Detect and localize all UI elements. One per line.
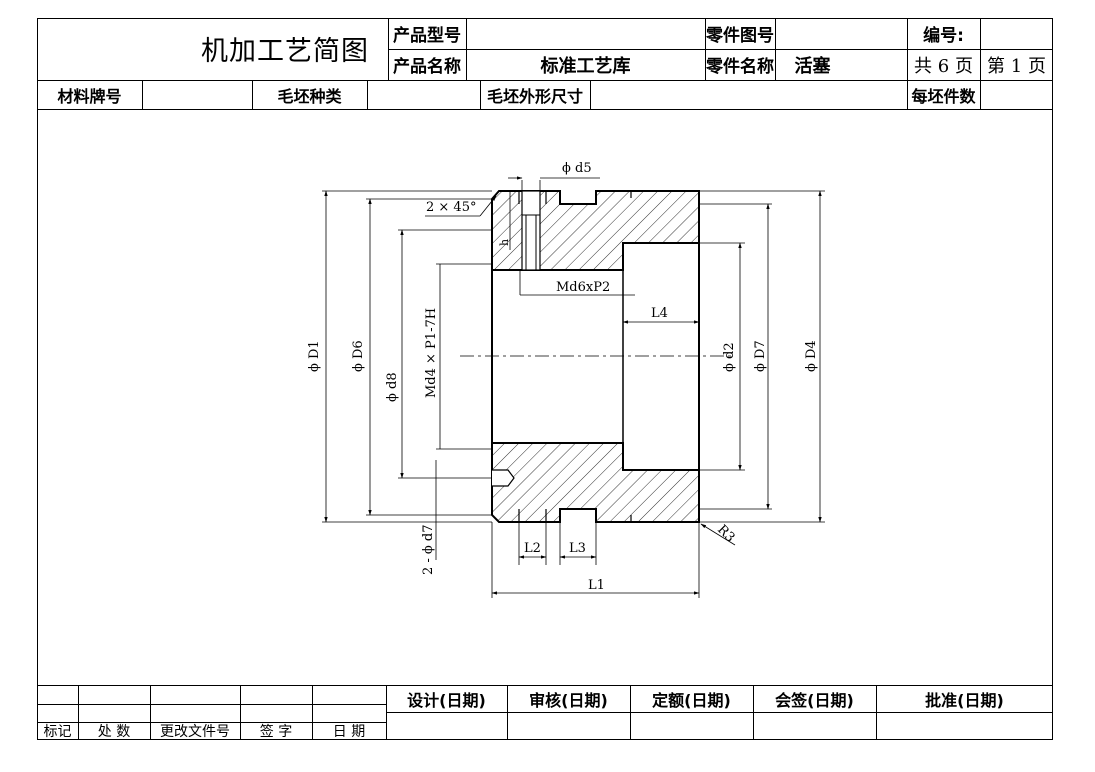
date-label: 日 期 xyxy=(332,724,366,740)
review-date-label: 审核(日期) xyxy=(529,690,608,710)
label-l1: L1 xyxy=(588,578,605,593)
approve-date-label: 批准(日期) xyxy=(925,690,1004,710)
label-l2: L2 xyxy=(524,541,541,556)
material-grade-label: 材料牌号 xyxy=(57,86,122,106)
dimension-lines xyxy=(322,176,825,598)
label-d6: ϕ D6 xyxy=(351,340,366,372)
blank-size-label: 毛坯外形尺寸 xyxy=(486,86,583,106)
part-name-value: 活塞 xyxy=(794,55,831,77)
process-sheet xyxy=(37,18,1053,740)
countersign-date-label: 会签(日期) xyxy=(775,690,854,710)
label-h: h xyxy=(498,239,511,246)
blank-type-label: 毛坯种类 xyxy=(277,86,342,106)
label-l3: L3 xyxy=(569,541,586,556)
signature-label: 签 字 xyxy=(259,724,293,740)
label-chamfer: 2 × 45° xyxy=(426,200,476,215)
label-l4: L4 xyxy=(651,306,668,321)
label-thread-md6: Md6xP2 xyxy=(556,280,610,295)
pieces-per-blank-label: 每坯件数 xyxy=(911,86,976,106)
page-number: 第 1 页 xyxy=(987,55,1046,77)
label-d7-outer: ϕ D7 xyxy=(753,340,768,372)
part-outline xyxy=(460,190,735,523)
product-model-label: 产品型号 xyxy=(393,26,461,46)
count-label: 处 数 xyxy=(97,724,131,740)
quota-date-label: 定额(日期) xyxy=(652,690,731,710)
label-d1: ϕ D1 xyxy=(307,340,322,372)
label-d2: ϕ d2 xyxy=(722,342,737,372)
part-name-label: 零件名称 xyxy=(706,57,774,77)
label-holes: 2 - ϕ d7 xyxy=(421,524,436,575)
code-label: 编号: xyxy=(923,26,964,46)
label-d4: ϕ D4 xyxy=(804,340,819,372)
label-r3: R3 xyxy=(714,522,737,545)
label-d5: ϕ d5 xyxy=(562,161,592,176)
total-pages: 共 6 页 xyxy=(914,55,973,77)
design-date-label: 设计(日期) xyxy=(407,690,486,710)
mark-label: 标记 xyxy=(43,724,72,740)
label-thread-md4: Md4 × P1-7H xyxy=(424,308,439,398)
label-d8: ϕ d8 xyxy=(385,372,400,402)
change-doc-label: 更改文件号 xyxy=(160,724,230,740)
part-drawing-no-label: 零件图号 xyxy=(706,26,774,46)
product-name-label: 产品名称 xyxy=(393,57,461,77)
document-title: 机加工艺简图 xyxy=(201,35,369,67)
product-name-value: 标准工艺库 xyxy=(540,55,631,77)
